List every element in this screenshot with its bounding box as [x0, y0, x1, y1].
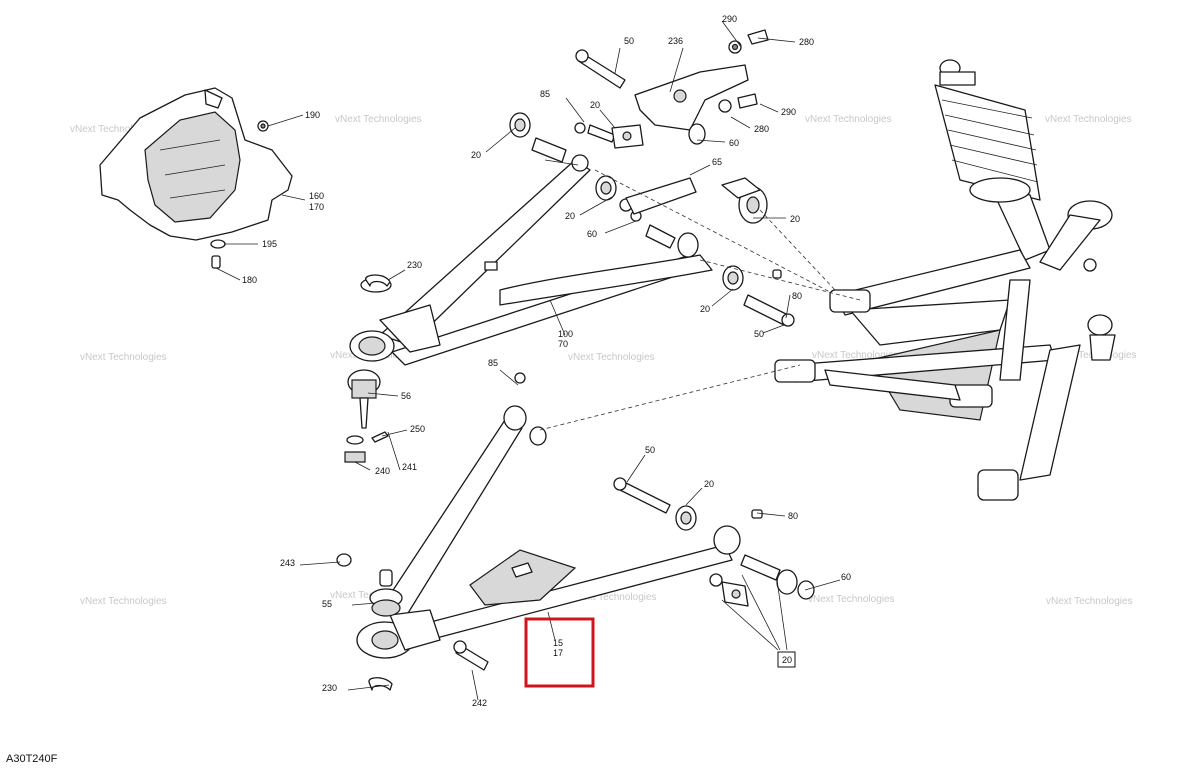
- callout-85: 85: [540, 89, 550, 99]
- watermark: vNext Technologies: [80, 352, 167, 363]
- boxed-callout-20: 20: [777, 651, 796, 668]
- callout-50: 50: [645, 445, 655, 455]
- diagram-code: A30T240F: [6, 753, 58, 765]
- callout-100: 100: [558, 329, 573, 339]
- lower-a-arm: [356, 372, 741, 659]
- watermark: vNext Technologies: [1046, 596, 1133, 607]
- callout-195: 195: [262, 239, 277, 249]
- callout-180: 180: [242, 275, 257, 285]
- leader-lines: [215, 20, 841, 701]
- callout-280: 280: [754, 124, 769, 134]
- callout-20: 20: [565, 211, 575, 221]
- callout-160: 160: [309, 191, 324, 201]
- callout-241: 241: [402, 462, 417, 472]
- assembled-suspension: [774, 200, 1116, 501]
- callout-240: 240: [375, 466, 390, 476]
- callout-236: 236: [668, 36, 683, 46]
- callout-65: 65: [712, 157, 722, 167]
- callouts: 290 280 50 236 85 20 290 280 60 190 160 …: [242, 14, 851, 708]
- callout-50: 50: [754, 329, 764, 339]
- watermark: vNext Technologies: [568, 352, 655, 363]
- highlight-box: [524, 617, 595, 688]
- watermark: vNext Technologies: [808, 594, 895, 605]
- callout-50: 50: [624, 36, 634, 46]
- callout-190: 190: [305, 110, 320, 120]
- callout-60: 60: [729, 138, 739, 148]
- callout-242: 242: [472, 698, 487, 708]
- lower-ball-joint-55: [336, 553, 403, 617]
- skid-plate: [99, 87, 293, 241]
- callout-170: 170: [309, 202, 324, 212]
- watermark: vNext Technologies: [80, 596, 167, 607]
- watermark: vNext Technologies: [805, 114, 892, 125]
- callout-250: 250: [410, 424, 425, 434]
- callout-55: 55: [322, 599, 332, 609]
- upper-bushings: [509, 112, 795, 327]
- callout-85: 85: [488, 358, 498, 368]
- callout-60: 60: [841, 572, 851, 582]
- callout-80: 80: [788, 511, 798, 521]
- callout-20: 20: [471, 150, 481, 160]
- washer-195: [210, 239, 226, 249]
- upper-a-arm: [349, 159, 713, 366]
- callout-290: 290: [722, 14, 737, 24]
- callout-20: 20: [782, 655, 792, 665]
- callout-20: 20: [790, 214, 800, 224]
- callout-243: 243: [280, 558, 295, 568]
- shock-absorber: [934, 59, 1051, 261]
- screw-180: [211, 255, 221, 269]
- callout-20: 20: [704, 479, 714, 489]
- callout-15: 15: [553, 638, 563, 648]
- ball-joint-56: [344, 277, 392, 463]
- callout-60: 60: [587, 229, 597, 239]
- watermark: vNext Technologies: [570, 592, 657, 603]
- callout-230: 230: [407, 260, 422, 270]
- callout-17: 17: [553, 648, 563, 658]
- callout-20: 20: [700, 304, 710, 314]
- callout-20: 20: [590, 100, 600, 110]
- screw-190: [257, 120, 269, 132]
- lower-hardware: [365, 274, 815, 691]
- callout-70: 70: [558, 339, 568, 349]
- callout-56: 56: [401, 391, 411, 401]
- bracket-236: [574, 29, 769, 149]
- callout-290: 290: [781, 107, 796, 117]
- callout-230: 230: [322, 683, 337, 693]
- callout-280: 280: [799, 37, 814, 47]
- watermark: vNext Technologies: [70, 124, 157, 135]
- watermark: vNext Technologies: [335, 114, 422, 125]
- callout-80: 80: [792, 291, 802, 301]
- watermark: vNext Technologies: [1045, 114, 1132, 125]
- watermark: vNext Technologies: [812, 350, 899, 361]
